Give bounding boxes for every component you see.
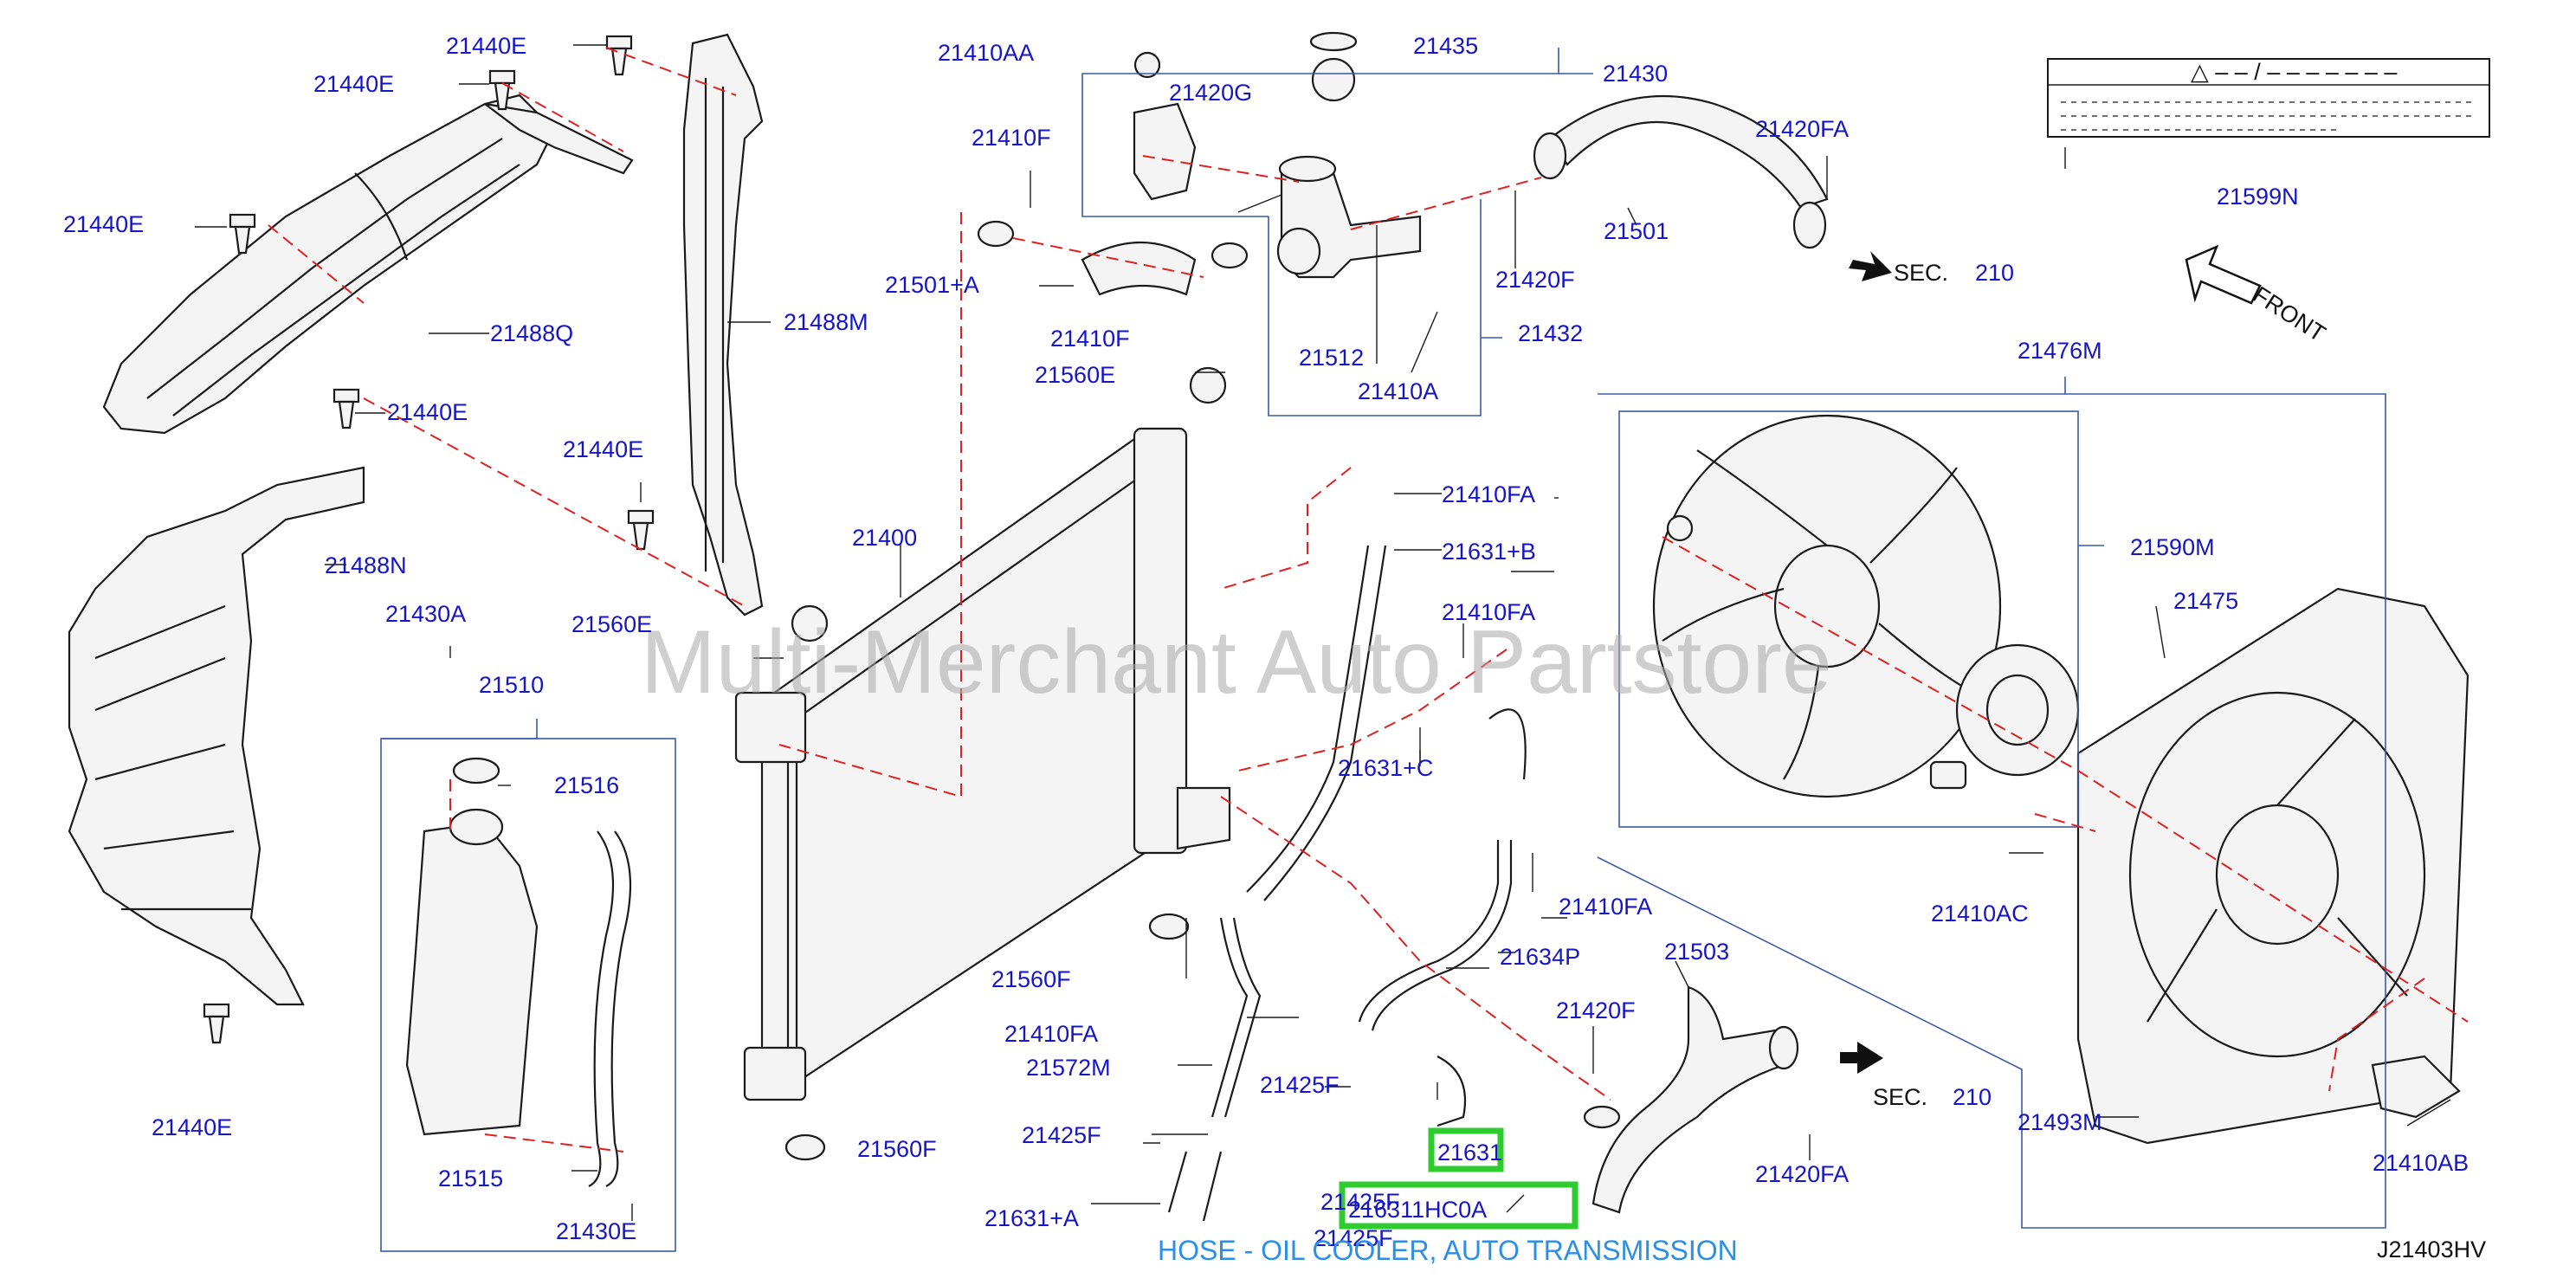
label-21410f-1[interactable]: 21410F [972,125,1051,151]
label-21488m[interactable]: 21488M [784,309,868,335]
label-21410a[interactable]: 21410A [1358,378,1438,404]
label-21410fa-1[interactable]: 21410FA [1442,481,1535,507]
label-21560f-2[interactable]: 21560F [857,1136,937,1162]
fan-shroud-21475 [2076,587,2469,1145]
oil-cooler-hoses [1167,545,1527,1222]
label-sec-num-1[interactable]: 210 [1975,260,2014,286]
label-21634p[interactable]: 21634P [1500,944,1580,970]
label-21515[interactable]: 21515 [438,1166,503,1191]
label-21560f-1[interactable]: 21560F [991,966,1071,992]
bracket-21420g [1133,51,1197,201]
label-21560e-1[interactable]: 21560E [571,611,652,637]
label-21501[interactable]: 21501 [1604,218,1669,244]
label-21410ac[interactable]: 21410AC [1931,901,2029,927]
fan-motor [1929,643,2080,790]
label-21560e-2[interactable]: 21560E [1035,362,1115,388]
label-21420fa-2[interactable]: 21420FA [1755,1161,1849,1187]
lower-air-guide-21488n [68,466,365,1006]
drain-and-bushings [784,913,1190,1161]
label-21435[interactable]: 21435 [1413,33,1478,59]
fan-blade-21590m [1652,414,2002,798]
side-air-guide-21488m [682,33,764,617]
part-description: HOSE - OIL COOLER, AUTO TRANSMISSION [1158,1235,1738,1266]
label-21410fa-3[interactable]: 21410FA [1559,894,1652,920]
caution-label-21599n: △ – – / – – – – – – – [2047,58,2490,138]
label-21631a[interactable]: 21631+A [985,1205,1079,1231]
label-21420fa-1[interactable]: 21420FA [1755,116,1849,142]
label-21510[interactable]: 21510 [479,672,544,698]
label-21425f-3[interactable]: 21425F [1320,1189,1400,1215]
label-21425f-4[interactable]: 21425F [1314,1225,1393,1251]
diagram-id: J21403HV [2377,1237,2486,1262]
label-21516[interactable]: 21516 [554,772,619,798]
front-arrow-icon [2185,244,2262,305]
lower-hose-21503 [1583,985,1799,1214]
label-21590m[interactable]: 21590M [2130,534,2215,560]
label-21503[interactable]: 21503 [1664,939,1729,965]
label-21493m[interactable]: 21493M [2018,1109,2102,1135]
label-21440e-4[interactable]: 21440E [387,399,468,425]
label-21425f-2[interactable]: 21425F [1022,1122,1101,1148]
label-21631c[interactable]: 21631+C [1338,755,1433,781]
upper-air-guide-21488q [102,94,634,435]
part-labels: 21440E 21440E 21440E 21488Q 21488M 21440… [63,33,2486,1262]
label-21430e[interactable]: 21430E [556,1218,636,1244]
label-21599n[interactable]: 21599N [2217,184,2299,210]
label-21440e-5[interactable]: 21440E [563,436,643,462]
label-21410fa-4[interactable]: 21410FA [1004,1021,1098,1047]
highlight-box-21631 [1428,1127,1504,1172]
label-21476m[interactable]: 21476M [2018,338,2102,364]
group-boxes [380,48,2386,1252]
label-21631b[interactable]: 21631+B [1442,539,1536,565]
label-21410f-2[interactable]: 21410F [1050,326,1130,352]
label-sec-1: SEC. [1894,260,1948,286]
upper-hose-21501 [1533,95,1829,249]
label-21475[interactable]: 21475 [2173,588,2238,614]
label-21410aa[interactable]: 21410AA [938,40,1034,66]
label-21420f-2[interactable]: 21420F [1556,998,1636,1023]
label-21432[interactable]: 21432 [1518,320,1583,346]
highlight-box-part-number [1339,1181,1579,1230]
label-21420f-1[interactable]: 21420F [1495,267,1575,293]
label-21430a[interactable]: 21430A [385,601,466,627]
sec-arrow-icons [1840,251,1892,1074]
label-21400[interactable]: 21400 [852,525,917,551]
watermark: Multi-Merchant Auto Partstore [641,612,1832,713]
label-21440e-1[interactable]: 21440E [446,33,526,59]
label-21410ab[interactable]: 21410AB [2373,1150,2469,1176]
reservoir-tank-21510 [405,757,632,1187]
resistor-21493m [2371,1055,2461,1119]
clip-icons [203,35,655,1044]
label-21572m[interactable]: 21572M [1026,1055,1111,1081]
label-21501a[interactable]: 21501+A [885,272,979,298]
label-box-header: △ – – / – – – – – – – [2191,59,2397,85]
water-outlet-21512 [1276,31,1422,279]
label-21488q[interactable]: 21488Q [490,320,573,346]
label-21440e-2[interactable]: 21440E [313,71,394,97]
assembly-dashed-lines [268,47,2469,1153]
label-part-number-highlight[interactable]: 216311HC0A [1348,1197,1487,1223]
label-21631-highlight[interactable]: 21631 [1437,1140,1502,1166]
label-21488n[interactable]: 21488N [325,552,407,578]
label-21425f-1[interactable]: 21425F [1260,1072,1340,1098]
label-sec-2: SEC. [1873,1084,1927,1110]
label-21420g[interactable]: 21420G [1169,80,1252,106]
radiator-21400 [734,366,1231,1101]
label-21430[interactable]: 21430 [1603,61,1668,87]
label-sec-num-2[interactable]: 210 [1953,1084,1992,1110]
hose-21501a [977,220,1249,296]
label-front: FRONT [2249,281,2330,347]
label-21440e-6[interactable]: 21440E [152,1114,232,1140]
label-21410fa-2[interactable]: 21410FA [1442,599,1535,625]
label-21440e-3[interactable]: 21440E [63,211,144,237]
label-21512[interactable]: 21512 [1299,345,1364,371]
leader-lines [195,44,2451,1221]
